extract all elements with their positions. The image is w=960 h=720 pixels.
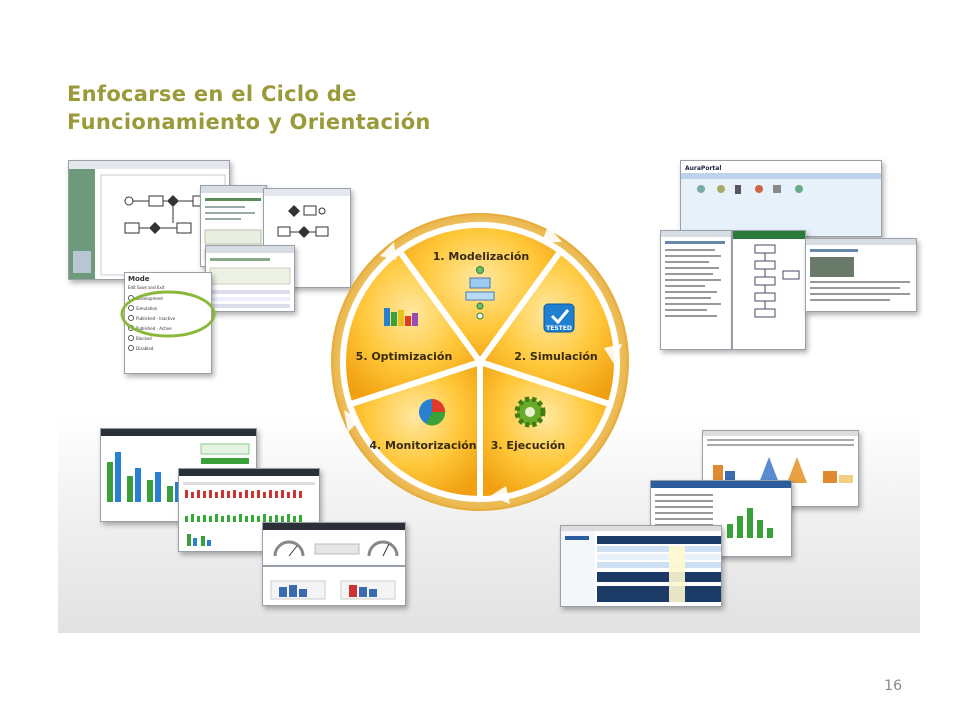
cycle-arrow-icon	[542, 226, 562, 242]
dashboard-screenshot-4	[262, 566, 406, 606]
segment-optimizacion	[340, 246, 485, 409]
pie-chart-icon	[419, 399, 446, 426]
radio-icon	[128, 345, 134, 351]
cycle-arrows	[344, 226, 622, 504]
window-titlebar	[651, 481, 791, 488]
page-number: 16	[884, 678, 902, 694]
radio-icon	[128, 315, 134, 321]
dashboard-screenshot-3	[262, 522, 406, 566]
slide-title: Enfocarse en el Ciclo de Funcionamiento …	[67, 80, 431, 136]
portal-screenshot-main: AuraPortal	[680, 160, 882, 237]
gear-icon	[514, 396, 546, 428]
portal-screenshot-list	[660, 230, 732, 350]
radio-icon	[128, 305, 134, 311]
mode-option-label: Development	[136, 295, 163, 301]
cycle-arrow-icon	[490, 486, 510, 504]
mode-option-label: Published - Inactive	[136, 315, 176, 321]
mode-option-label: Blocked	[136, 335, 152, 341]
mode-option-label: Published - Active	[136, 325, 172, 331]
portal-screenshot-form	[805, 238, 917, 312]
segment-label-ejecucion: 3. Ejecución	[491, 439, 565, 452]
tested-badge-label: TESTED	[546, 325, 572, 332]
modeler-screenshot-table	[205, 245, 295, 312]
window-titlebar	[179, 469, 319, 476]
window-titlebar	[263, 523, 405, 530]
mode-option-label: Simulation	[136, 305, 158, 311]
window-titlebar	[101, 429, 256, 436]
portal-screenshot-flow	[732, 230, 806, 350]
mode-panel: Mode Edit Save and Exit Development Simu…	[124, 272, 212, 374]
segment-label-modelizacion: 1. Modelización	[433, 250, 530, 263]
lifecycle-wheel: TESTED 1. Modelización 2. Simulación 3. …	[331, 213, 629, 511]
bar-chart-icon	[384, 308, 418, 326]
tested-badge-icon: TESTED	[543, 303, 575, 333]
cycle-arrow-icon	[344, 410, 360, 432]
segment-label-monitorizacion: 4. Monitorización	[369, 439, 476, 452]
mode-option[interactable]: Published - Inactive	[125, 313, 211, 323]
mode-option[interactable]: Disabled	[125, 343, 211, 353]
mode-highlight-ellipse	[120, 290, 216, 338]
mode-option[interactable]: Simulation	[125, 303, 211, 313]
dashboard-screenshot-2	[178, 468, 320, 552]
mode-panel-title: Mode	[128, 275, 150, 283]
slide-title-line-2: Funcionamiento y Orientación	[67, 110, 431, 134]
cycle-arrow-icon	[604, 344, 622, 364]
lifecycle-segments	[340, 221, 620, 503]
svg-text:AuraPortal: AuraPortal	[685, 165, 721, 172]
segment-label-optimizacion: 5. Optimización	[356, 350, 453, 363]
segment-label-simulacion: 2. Simulación	[514, 350, 598, 363]
mode-option-label: Disabled	[136, 345, 154, 351]
slide-title-line-1: Enfocarse en el Ciclo de	[67, 82, 357, 106]
report-screenshot-3	[560, 525, 722, 607]
mode-option[interactable]: Blocked	[125, 333, 211, 343]
modeler-screenshot-secondary	[263, 188, 351, 288]
process-flow-icon	[465, 266, 495, 320]
radio-icon	[128, 335, 134, 341]
cycle-arrow-icon	[380, 242, 396, 260]
mode-panel-tools: Edit Save and Exit	[128, 285, 165, 290]
